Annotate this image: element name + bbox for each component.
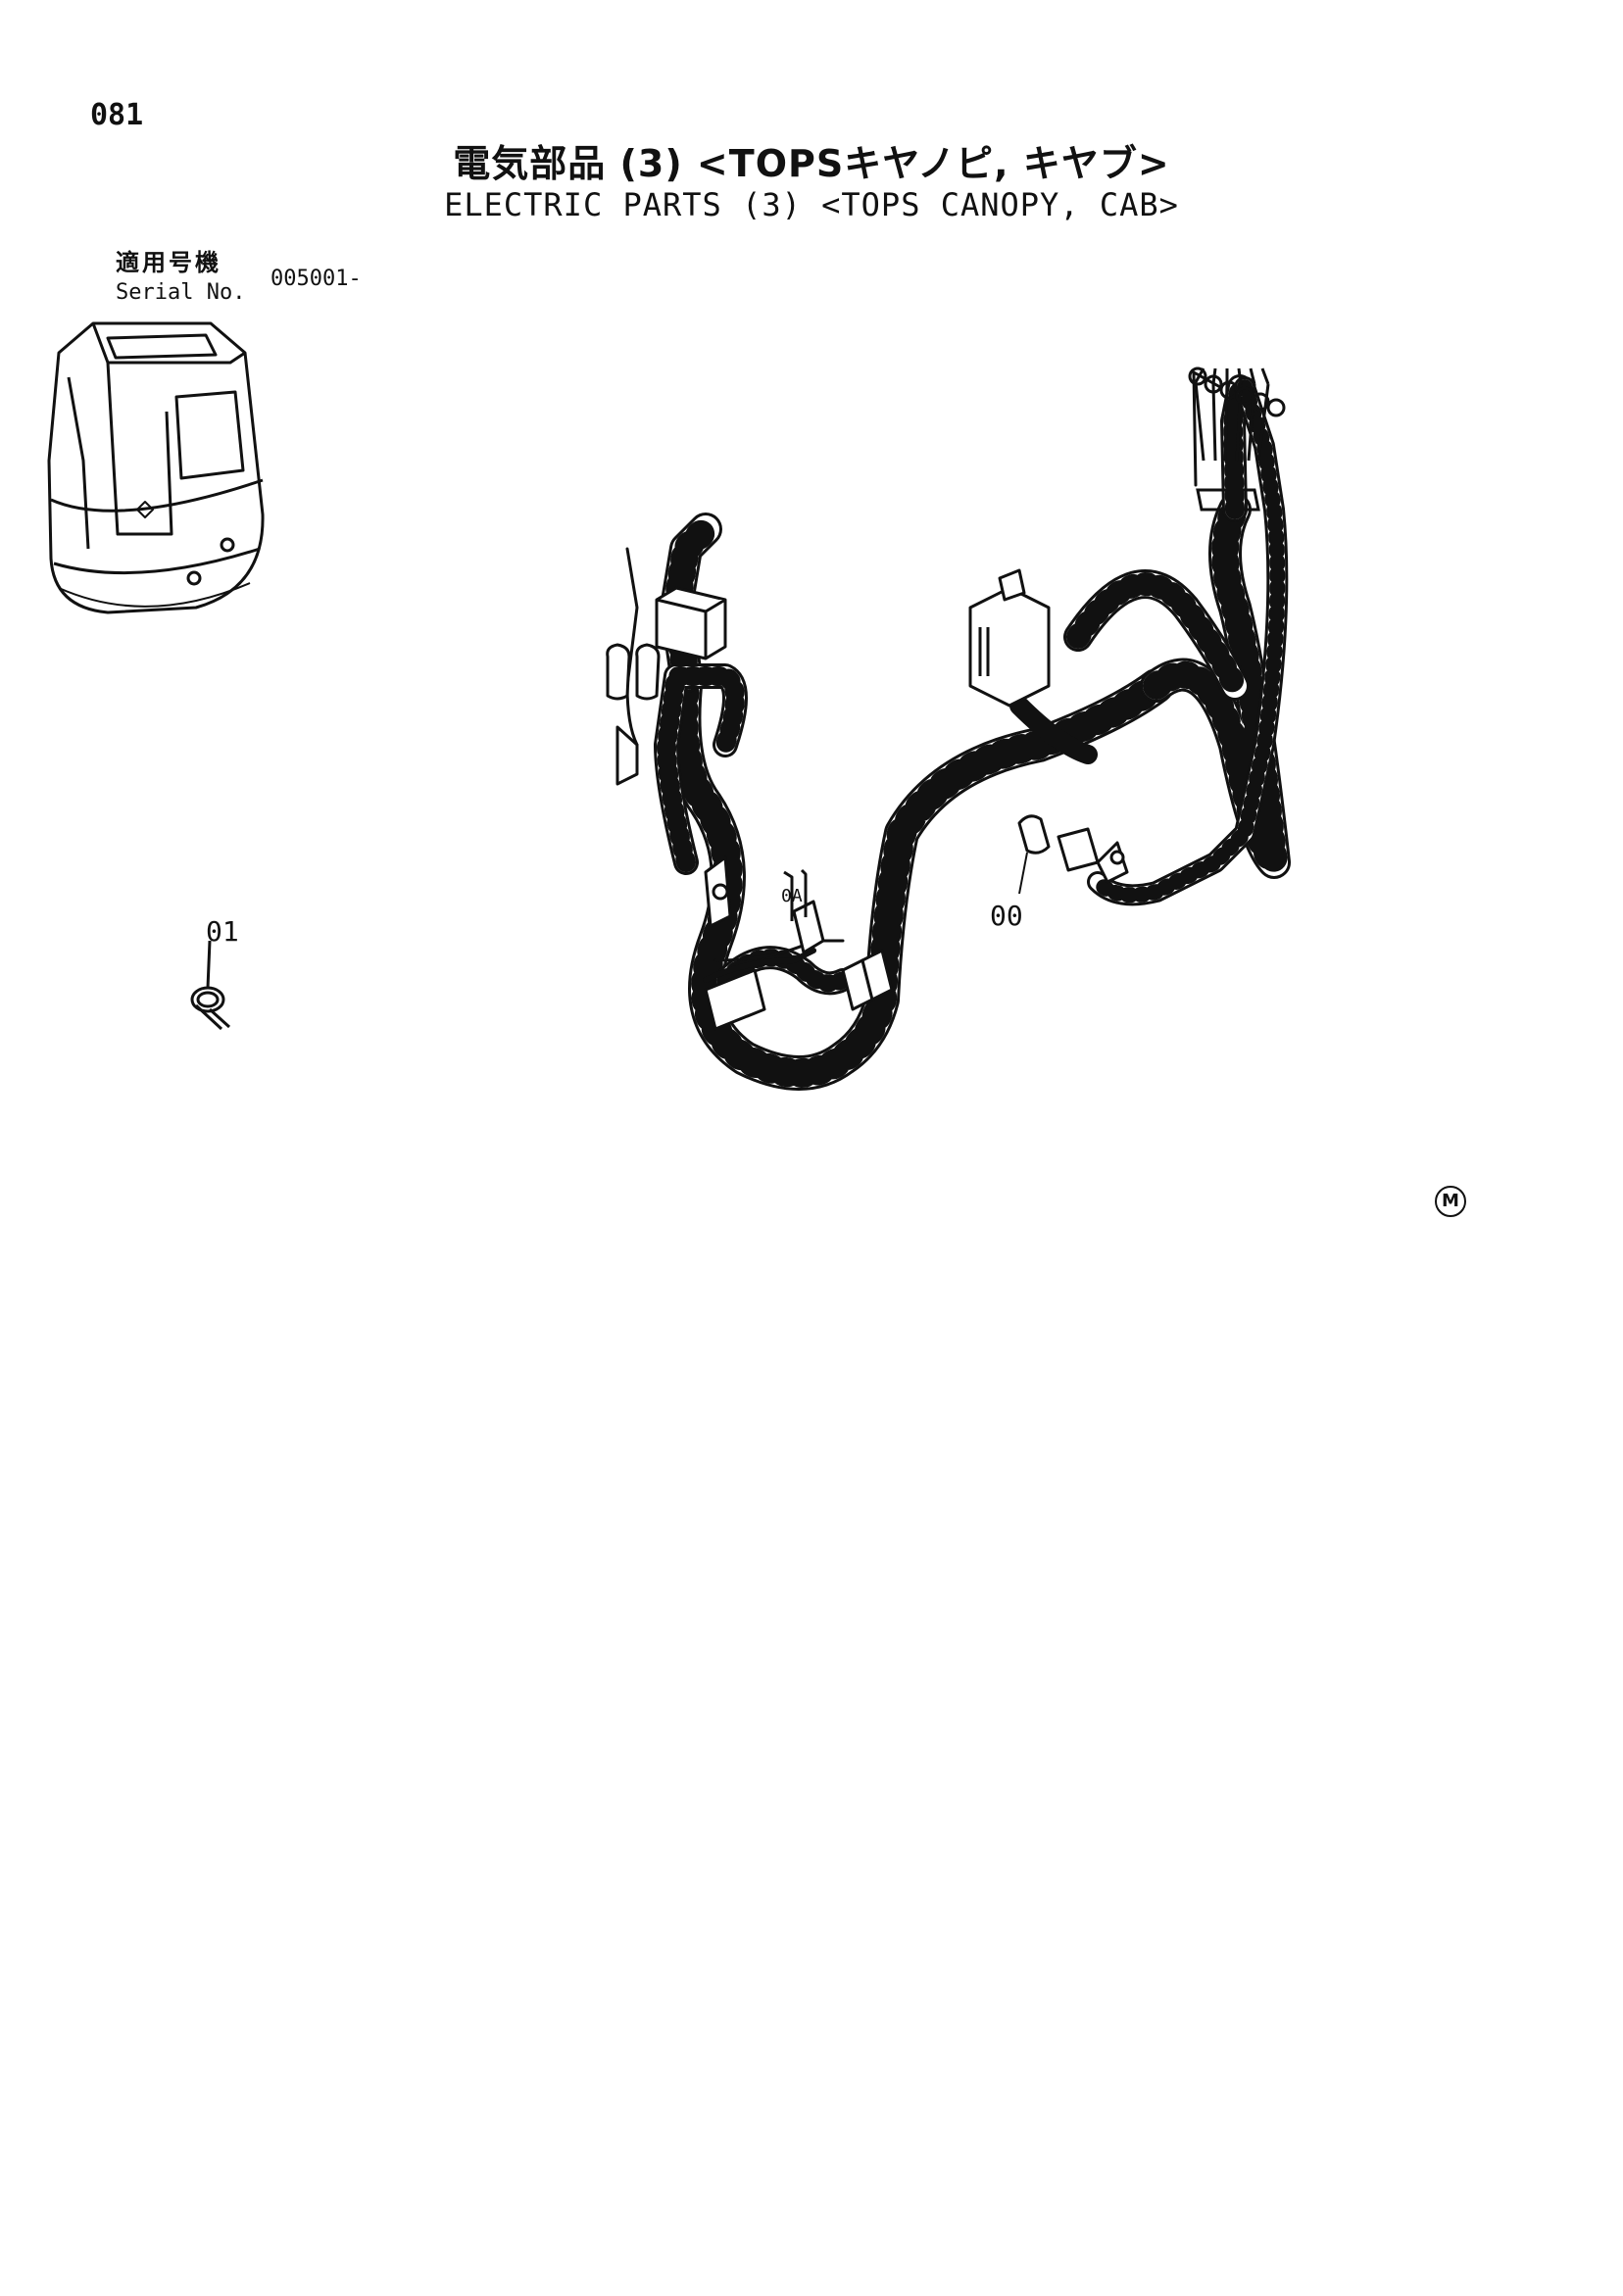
callout-harness: 00 <box>990 900 1023 932</box>
band-clip-icon <box>190 940 231 1031</box>
ring-terminals <box>1188 366 1286 512</box>
callout-0A: 0A <box>781 886 803 906</box>
serial-label-japanese: 適用号機 <box>116 249 221 276</box>
harness-drawing <box>625 370 1291 1091</box>
page-number: 081 <box>90 98 144 132</box>
title-japanese: 電気部品 (3) <TOPSキヤノピ, キヤブ> <box>453 142 1170 185</box>
circle-m-mark: M <box>1435 1186 1466 1217</box>
title-english: ELECTRIC PARTS (3) <TOPS CANOPY, CAB> <box>444 186 1179 223</box>
cab-thumbnail-icon <box>47 321 265 614</box>
serial-label-english: Serial No. <box>116 280 246 305</box>
leader-lines <box>1018 852 1028 895</box>
connector-blocks <box>606 568 1129 1031</box>
callout-clip: 01 <box>206 915 239 948</box>
serial-value: 005001- <box>270 267 362 291</box>
